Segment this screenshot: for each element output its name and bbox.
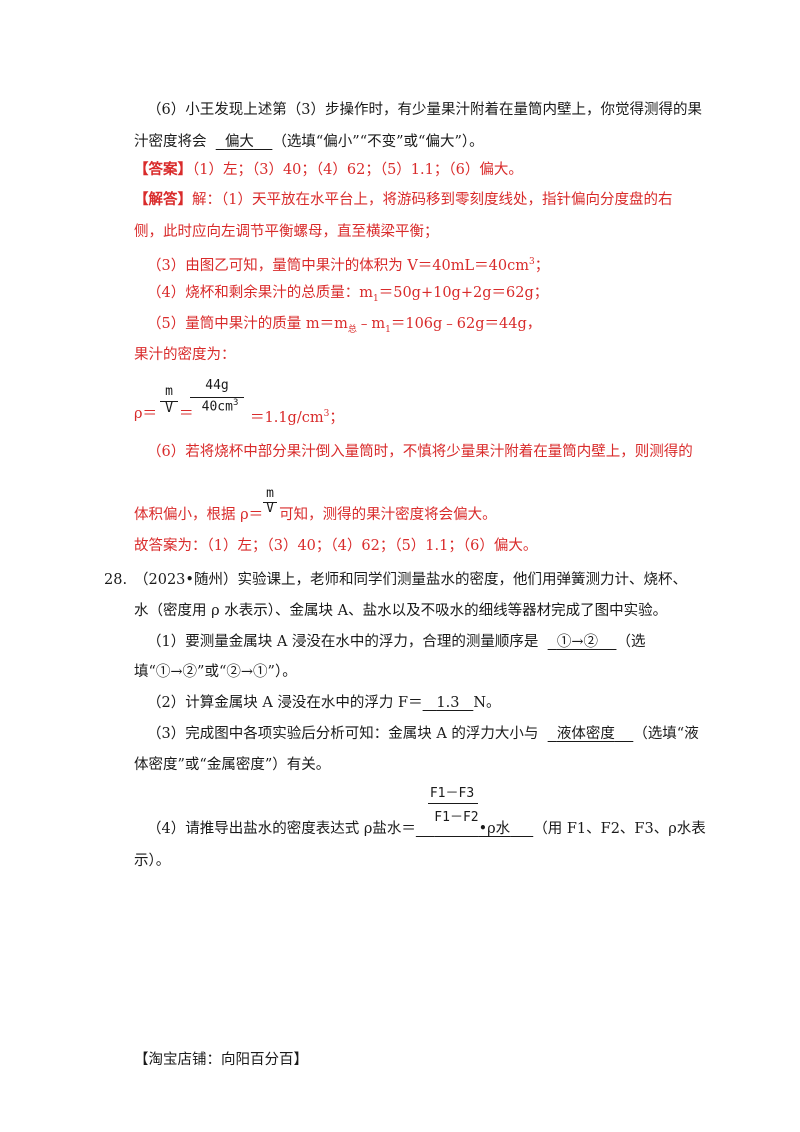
analysis-tag: 【解答】: [134, 191, 192, 208]
inline-fraction-bar: [263, 502, 277, 503]
q28-line1: （2023•随州）实验课上，老师和同学们测量盐水的密度，他们用弹簧测力计、烧杯、: [134, 572, 687, 588]
q28-number: 28.: [104, 572, 128, 588]
analysis-line1: 【解答】解：（1）天平放在水平台上，将游码移到零刻度线处，指针偏向分度盘的右: [134, 191, 673, 208]
fraction-denominator-v: V: [165, 401, 173, 416]
analysis-line8: （6）若将烧杯中部分果汁倒入量筒时，不慎将少量果汁附着在量筒内壁上，则测得的: [147, 444, 693, 460]
answer-tag: 【答案】: [134, 161, 192, 178]
inline-fraction-numerator-m: m: [266, 486, 274, 501]
analysis-line9: 体积偏小，根据 ρ＝可知，测得的果汁密度将会偏大。: [134, 507, 497, 523]
q28-fraction-bar: [428, 803, 478, 804]
fraction-bar: [160, 401, 178, 402]
q28-fraction-numerator: F1－F3: [429, 786, 475, 801]
answer-text: （1）左；（3）40；（4）62；（5）1.1；（6）偏大。: [192, 162, 523, 178]
q28-part2-blank: 1.3: [436, 695, 460, 711]
rho-equals: ρ＝: [134, 406, 158, 422]
q27-6-answer-blank: 偏大: [224, 134, 254, 150]
fraction-numerator-m: m: [165, 384, 173, 399]
q28-part3: （3）完成图中各项实验后分析可知：金属块 A 的浮力大小与 液体密度 （选填“液: [147, 726, 699, 742]
analysis-line4: （4）烧杯和剩余果汁的总质量：m1＝50g+10g+2g＝62g；: [147, 285, 549, 304]
q27-6-line1: （6）小王发现上述第（3）步操作时，有少量果汁附着在量筒内壁上，你觉得测得的果: [147, 102, 702, 118]
analysis-line5: （5）量筒中果汁的质量 m＝m总﹣m1＝106g﹣62g＝44g，: [147, 316, 542, 335]
q28-line2: 水（密度用 ρ 水表示）、金属块 A、盐水以及不吸水的细线等器材完成了图中实验。: [134, 603, 668, 619]
q27-6-line2-end: （选填“偏小”“不变”或“偏大”）。: [272, 134, 484, 150]
inline-fraction-denominator-v: V: [266, 501, 274, 516]
fraction-numerator-44g: 44g: [205, 378, 229, 393]
analysis-line3: （3）由图乙可知，量筒中果汁的体积为 V＝40mL＝40cm3；: [147, 257, 550, 274]
q28-part4-cont: 示）。: [134, 853, 171, 869]
q28-part3-blank: 液体密度: [556, 726, 615, 742]
q28-part3-cont: 体密度”或“金属密度”）有关。: [134, 757, 331, 773]
q28-part1-cont: 填“①→②”或“②→①”）。: [134, 664, 297, 680]
density-result: ＝1.1g/cm3；: [250, 409, 344, 426]
analysis-line2: 侧，此时应向左调节平衡螺母，直至横梁平衡；: [134, 224, 439, 240]
q28-part4: （4）请推导出盐水的密度表达式 ρ盐水＝ F1－F2•ρ水 （用 F1、F2、F…: [147, 810, 706, 837]
final-answer: 故答案为：（1）左；（3）40；（4）62；（5）1.1；（6）偏大。: [134, 538, 538, 554]
equals-sign: ＝: [179, 406, 194, 422]
q28-part1: （1）要测量金属块 A 浸没在水中的浮力，合理的测量顺序是 ①→② （选: [147, 634, 646, 650]
answer-line: 【答案】（1）左；（3）40；（4）62；（5）1.1；（6）偏大。: [134, 160, 523, 180]
q28-part1-blank: ①→②: [556, 634, 599, 650]
fraction-denominator-40cm3: 40cm3: [201, 398, 239, 415]
footer-shop-label: 【淘宝店铺：向阳百分百】: [134, 1052, 308, 1068]
q28-part4-blank: F1－F2•ρ水: [434, 810, 511, 837]
q27-6-line2-start: 汁密度将会: [134, 134, 207, 150]
analysis-line6: 果汁的密度为：: [134, 347, 236, 363]
q27-6-line2: 汁密度将会 偏大 （选填“偏小”“不变”或“偏大”）。: [134, 132, 484, 152]
fraction-bar: [190, 397, 244, 398]
q28-part2: （2）计算金属块 A 浸没在水中的浮力 F＝ 1.3 N。: [147, 695, 501, 711]
fraction-m-over-v: m: [160, 384, 178, 399]
